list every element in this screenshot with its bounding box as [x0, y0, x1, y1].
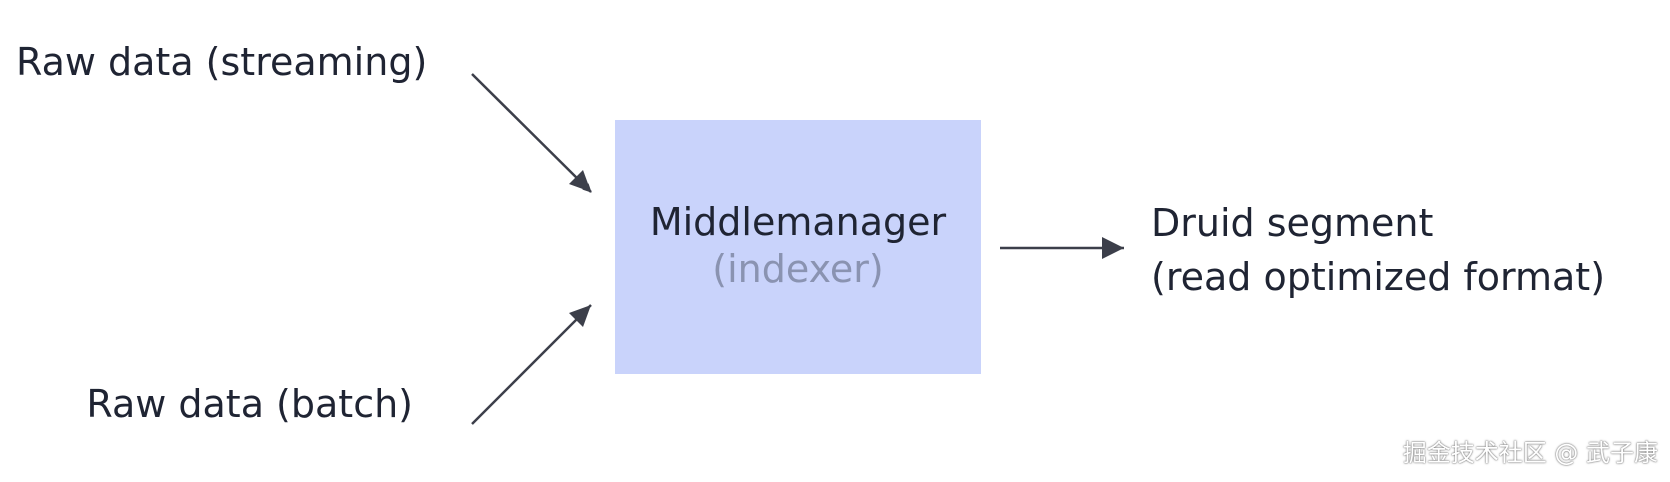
output-label: Druid segment (read optimized format)	[1151, 197, 1605, 305]
watermark: 掘金技术社区 @ 武子康	[1402, 439, 1658, 467]
arrowhead-output	[1102, 237, 1124, 259]
arrow-streaming-to-indexer	[471, 73, 592, 193]
arrow-batch-to-indexer	[471, 304, 592, 425]
arrowhead-batch	[569, 305, 591, 327]
input-label-streaming: Raw data (streaming)	[16, 40, 428, 84]
output-line-2: (read optimized format)	[1151, 254, 1606, 299]
input-label-batch: Raw data (batch)	[86, 382, 413, 426]
middlemanager-box: Middlemanager (indexer)	[615, 120, 981, 374]
arrowhead-streaming	[569, 170, 591, 192]
indexer-subtitle: (indexer)	[712, 247, 884, 292]
middlemanager-title: Middlemanager	[649, 200, 947, 245]
output-line-1: Druid segment	[1151, 201, 1434, 245]
